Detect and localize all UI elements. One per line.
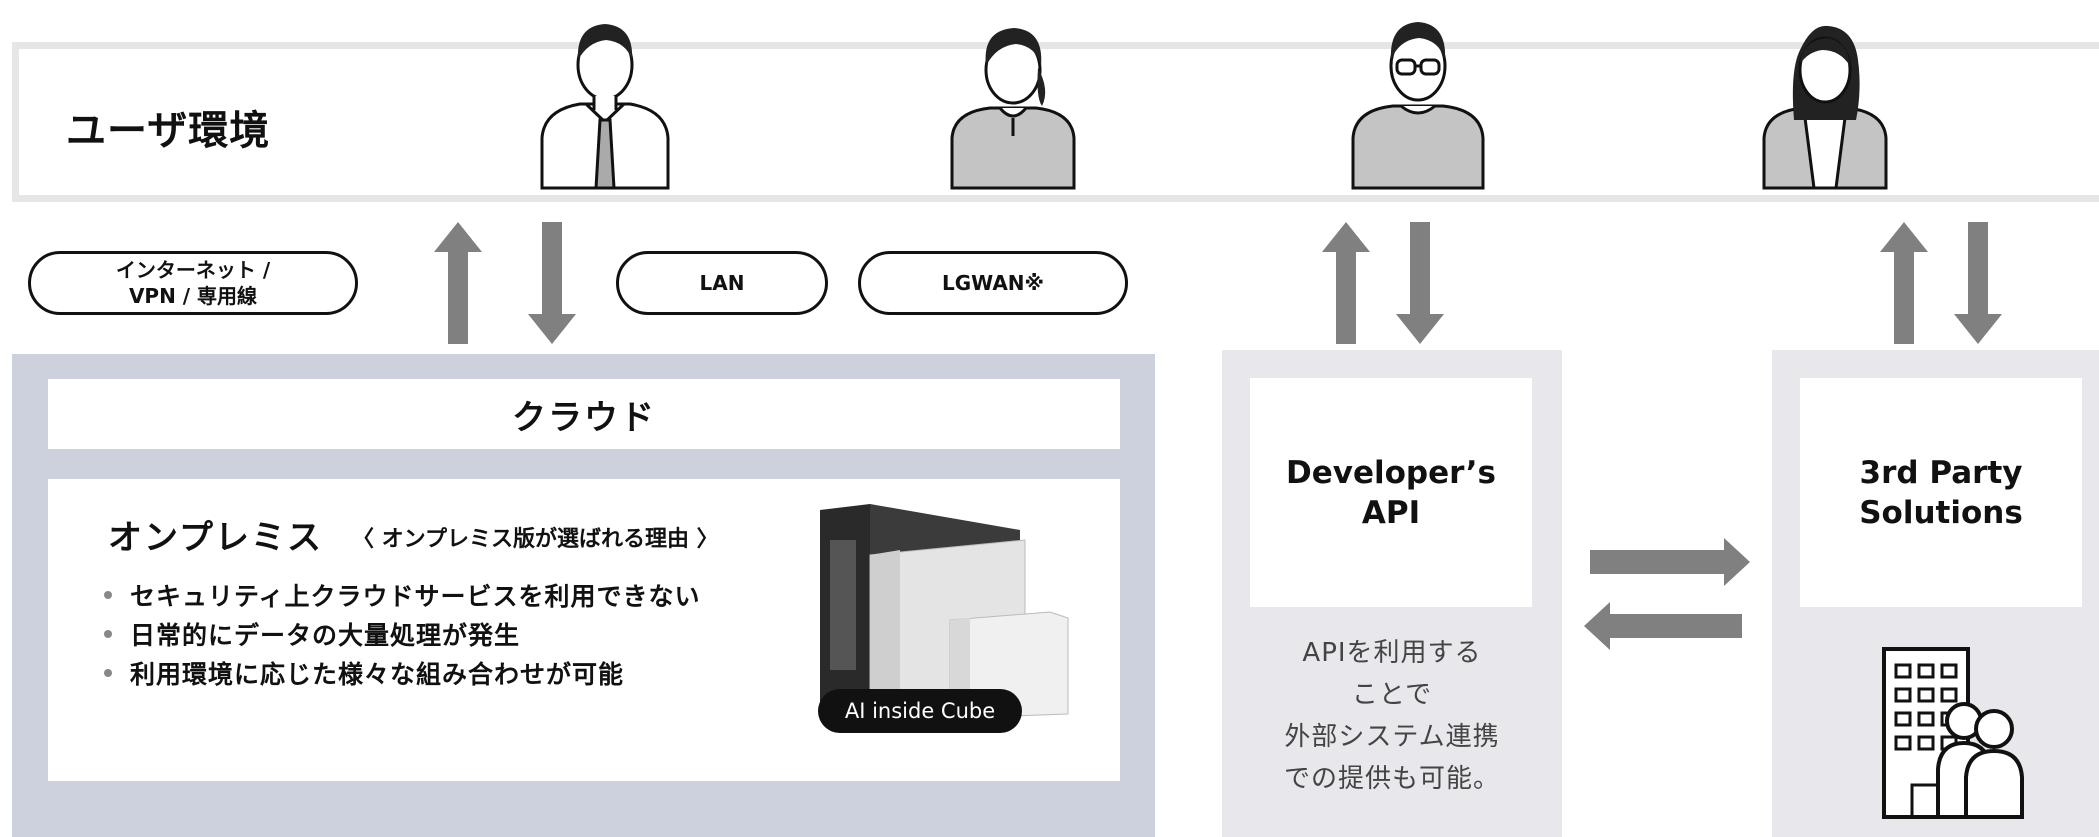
reason-text: 日常的にデータの大量処理が発生 (130, 621, 521, 650)
desc-line: での提供も可能。 (1283, 764, 1500, 794)
reason-item: セキュリティ上クラウドサービスを利用できない (104, 577, 701, 613)
third-party-title-line1: 3rd Party (1859, 454, 2023, 491)
connection-lgwan-pill: LGWAN※ (858, 251, 1128, 315)
connection-label-line1: インターネット / (115, 258, 271, 282)
desc-line: 外部システム連携 (1284, 722, 1500, 752)
reason-item: 日常的にデータの大量処理が発生 (104, 616, 520, 652)
bullet-dot (104, 591, 112, 599)
user-environment-title: ユーザ環境 (66, 108, 271, 154)
connection-label: LGWAN※ (942, 271, 1044, 295)
bidirectional-arrow-third-party (1880, 222, 2002, 344)
reason-text: セキュリティ上クラウドサービスを利用できない (130, 582, 701, 611)
desc-line: APIを利用する (1302, 638, 1482, 668)
reason-item: 利用環境に応じた様々な組み合わせが可能 (104, 655, 624, 691)
onprem-title: オンプレミス (108, 518, 323, 558)
woman-ponytail-icon (950, 28, 1076, 190)
connection-label-line2: VPN / 専用線 (128, 284, 258, 308)
businessman-icon (540, 24, 670, 190)
desc-line: ことで (1351, 680, 1433, 710)
reason-text: 利用環境に応じた様々な組み合わせが可能 (130, 660, 625, 689)
exchange-arrows (1584, 538, 1750, 650)
developer-title-line2: API (1361, 494, 1421, 531)
onprem-subtitle: 〈 オンプレミス版が選ばれる理由 〉 (352, 527, 719, 552)
cloud-label-box: クラウド (48, 379, 1120, 449)
product-badge: AI inside Cube (818, 689, 1022, 733)
bullet-dot (104, 630, 112, 638)
developer-title-line1: Developer’s (1286, 454, 1496, 491)
connection-internet-vpn-pill: インターネット /VPN / 専用線 (28, 251, 358, 315)
server-hardware-image (820, 504, 1069, 719)
bidirectional-arrow-developer (1322, 222, 1444, 344)
man-glasses-icon (1351, 22, 1485, 190)
bidirectional-arrow-cloud (434, 222, 576, 344)
third-party-title-line2: Solutions (1859, 494, 2023, 531)
connection-lan-pill: LAN (616, 251, 828, 315)
connection-label: LAN (699, 271, 745, 295)
developer-description: APIを利用する ことで 外部システム連携 での提供も可能。 (1222, 632, 1562, 800)
bullet-dot (104, 669, 112, 677)
building-with-people-icon (1882, 647, 2024, 819)
woman-long-hair-icon (1762, 25, 1888, 190)
